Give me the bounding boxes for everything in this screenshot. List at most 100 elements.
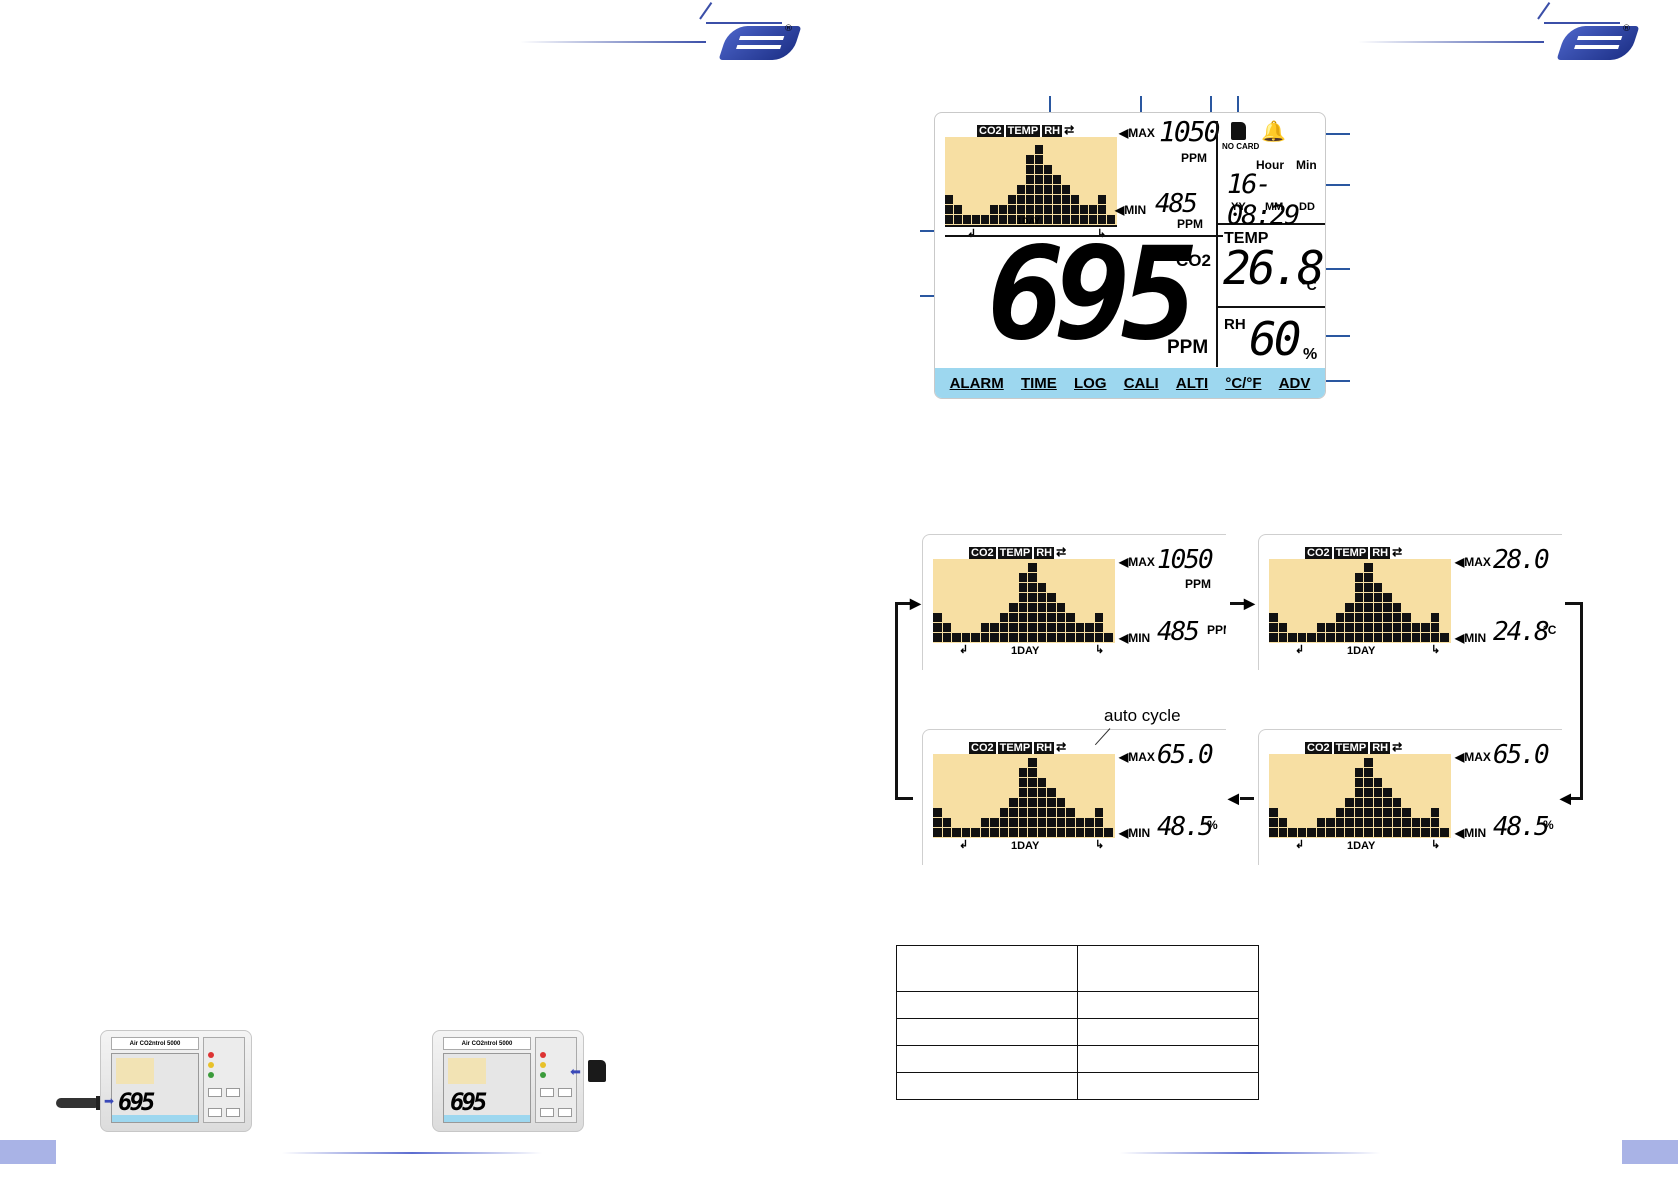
bar-segment bbox=[1383, 613, 1392, 622]
bar-segment bbox=[963, 215, 971, 224]
menu-time[interactable]: TIME bbox=[1020, 374, 1057, 392]
menu-unit[interactable]: °C/°F bbox=[1225, 374, 1262, 392]
bar-segment bbox=[1035, 155, 1043, 164]
auto-cycle-caption: auto cycle bbox=[1104, 706, 1181, 725]
bar-segment bbox=[1335, 633, 1344, 642]
bar-segment bbox=[1026, 185, 1034, 194]
bar-segment bbox=[1383, 633, 1392, 642]
trend-chart-bars bbox=[1269, 559, 1451, 643]
yy-label: YY bbox=[1231, 201, 1246, 213]
menu-cali[interactable]: CALI bbox=[1123, 374, 1159, 392]
bar-segment bbox=[1373, 828, 1382, 837]
bar-segment bbox=[1062, 185, 1070, 194]
menu-log[interactable]: LOG bbox=[1074, 374, 1107, 392]
rh-label: RH bbox=[1224, 316, 1246, 333]
min-label: ◀MIN bbox=[1455, 826, 1487, 840]
bar-segment bbox=[1411, 633, 1420, 642]
bar-segment bbox=[1071, 215, 1079, 224]
bar-segment bbox=[1035, 185, 1043, 194]
tag-co2: CO2 bbox=[977, 125, 1004, 138]
cycle-arrows-icon: ⇄ bbox=[1392, 740, 1403, 754]
bar-segment bbox=[1017, 205, 1025, 214]
arrow-left-icon: ◀ bbox=[1560, 790, 1571, 806]
bar-segment bbox=[1364, 778, 1373, 787]
tag-co2: CO2 bbox=[1305, 742, 1332, 755]
bar-segment bbox=[1373, 808, 1382, 817]
bar-segment bbox=[1335, 623, 1344, 632]
bar-segment bbox=[942, 623, 951, 632]
bar-segment bbox=[1018, 613, 1027, 622]
bar-segment bbox=[1037, 778, 1046, 787]
bar-segment bbox=[1008, 215, 1016, 224]
bar-segment bbox=[1044, 165, 1052, 174]
bar-segment bbox=[1056, 818, 1065, 827]
bar-segment bbox=[1345, 818, 1354, 827]
bar-segment bbox=[1354, 828, 1363, 837]
bar-segment bbox=[1044, 195, 1052, 204]
rh-unit: % bbox=[1303, 346, 1318, 363]
bar-segment bbox=[1089, 205, 1097, 214]
max-unit: PPM bbox=[1181, 151, 1208, 165]
trend-chart-bars bbox=[933, 559, 1115, 643]
bar-segment bbox=[1364, 828, 1373, 837]
min-unit: PPM bbox=[1177, 217, 1204, 231]
min-value: 48.5 bbox=[1493, 812, 1550, 842]
bar-segment bbox=[1411, 818, 1420, 827]
footer-line-right bbox=[1120, 1152, 1380, 1154]
bar-segment bbox=[1018, 768, 1027, 777]
min-value: 485 bbox=[1157, 617, 1200, 647]
bar-segment bbox=[961, 828, 970, 837]
bar-segment bbox=[1009, 633, 1018, 642]
bar-segment bbox=[1044, 185, 1052, 194]
bar-segment bbox=[1421, 623, 1430, 632]
sd-card-icon bbox=[1231, 122, 1246, 140]
bar-segment bbox=[1018, 798, 1027, 807]
bar-segment bbox=[1047, 808, 1056, 817]
bar-segment bbox=[1278, 633, 1287, 642]
tag-temp: TEMP bbox=[997, 547, 1033, 560]
bar-segment bbox=[1026, 205, 1034, 214]
table-cell bbox=[896, 991, 1078, 1019]
period-label: 1DAY bbox=[1347, 840, 1376, 852]
dd-label: DD bbox=[1299, 201, 1315, 213]
min-unit: % bbox=[1543, 818, 1554, 832]
bar-segment bbox=[1383, 603, 1392, 612]
bar-segment bbox=[1364, 623, 1373, 632]
bar-segment bbox=[1080, 215, 1088, 224]
bar-segment bbox=[1430, 808, 1439, 817]
trend-chart-bars bbox=[933, 754, 1115, 838]
bar-segment bbox=[1345, 828, 1354, 837]
divider-temp bbox=[1218, 306, 1325, 308]
bar-segment bbox=[1402, 828, 1411, 837]
bar-segment bbox=[1018, 573, 1027, 582]
bar-segment bbox=[1326, 828, 1335, 837]
bar-segment bbox=[933, 828, 942, 837]
bar-segment bbox=[1056, 828, 1065, 837]
bar-segment bbox=[1075, 623, 1084, 632]
bar-segment bbox=[1373, 593, 1382, 602]
bar-segment bbox=[1316, 623, 1325, 632]
bar-segment bbox=[1085, 818, 1094, 827]
bar-segment bbox=[1017, 215, 1025, 224]
bar-segment bbox=[1009, 808, 1018, 817]
bar-segment bbox=[1053, 205, 1061, 214]
bar-segment bbox=[1354, 798, 1363, 807]
period-label: 1DAY bbox=[1347, 645, 1376, 657]
menu-alarm[interactable]: ALARM bbox=[949, 374, 1004, 392]
bar-segment bbox=[1028, 828, 1037, 837]
bar-segment bbox=[1421, 818, 1430, 827]
bar-segment bbox=[1430, 818, 1439, 827]
callout-line-menu bbox=[1322, 380, 1350, 382]
device-brand: Air CO2ntrol 5000 bbox=[443, 1037, 531, 1050]
max-label: ◀MAX bbox=[1455, 555, 1491, 569]
chart-end-arrow-icon: ↳ bbox=[1097, 228, 1107, 240]
bar-segment bbox=[1009, 818, 1018, 827]
bar-segment bbox=[1373, 633, 1382, 642]
menu-adv[interactable]: ADV bbox=[1278, 374, 1311, 392]
footer-line-left bbox=[282, 1152, 542, 1154]
menu-alti[interactable]: ALTI bbox=[1175, 374, 1209, 392]
bar-segment bbox=[1326, 633, 1335, 642]
bar-segment bbox=[1098, 215, 1106, 224]
bar-segment bbox=[1373, 613, 1382, 622]
